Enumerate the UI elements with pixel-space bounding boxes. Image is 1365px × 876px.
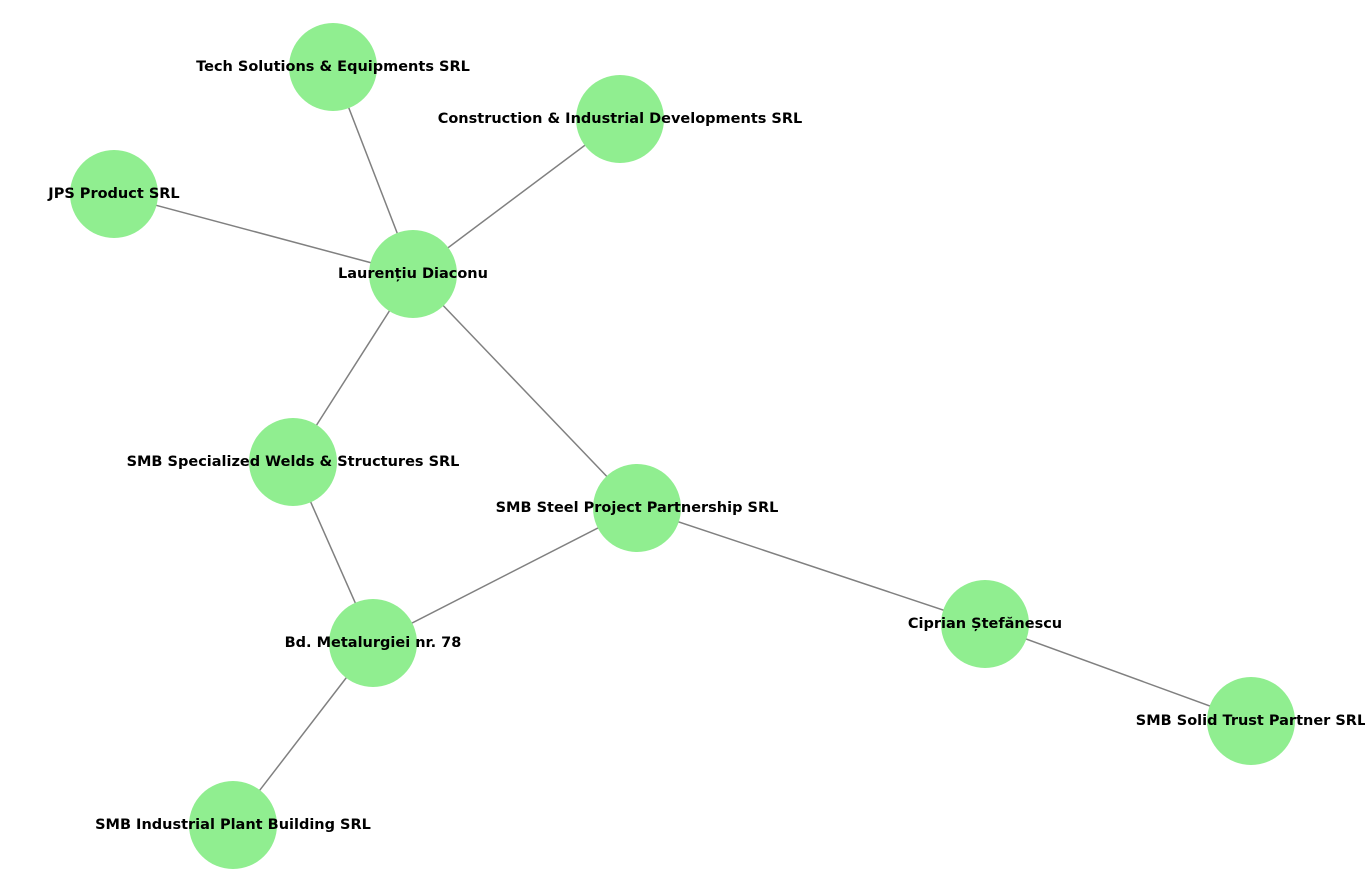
labels-layer: Tech Solutions & Equipments SRL Construct…	[47, 59, 1365, 833]
node-plant	[189, 781, 277, 869]
node-ld	[369, 230, 457, 318]
nodes-layer	[70, 23, 1295, 869]
node-smbw	[249, 418, 337, 506]
edge-smbs-cs	[636, 507, 986, 625]
node-label-cs: Ciprian Ștefănescu	[908, 616, 1062, 632]
edge-jps-ld	[113, 193, 414, 275]
node-label-solid: SMB Solid Trust Partner SRL	[1136, 713, 1365, 729]
node-cs	[941, 580, 1029, 668]
edge-cs-solid	[984, 623, 1252, 722]
node-label-tech: Tech Solutions & Equipments SRL	[196, 59, 470, 75]
node-label-plant: SMB Industrial Plant Building SRL	[95, 817, 371, 833]
node-smbs	[593, 464, 681, 552]
node-solid	[1207, 677, 1295, 765]
node-label-smbw: SMB Specialized Welds & Structures SRL	[127, 454, 460, 470]
node-label-bd: Bd. Metalurgiei nr. 78	[285, 635, 462, 651]
edge-ld-smbs	[412, 273, 638, 509]
node-jps	[70, 150, 158, 238]
node-tech	[289, 23, 377, 111]
node-label-jps: JPS Product SRL	[47, 186, 179, 202]
node-bd	[329, 599, 417, 687]
node-cid	[576, 75, 664, 163]
node-label-smbs: SMB Steel Project Partnership SRL	[496, 500, 779, 516]
edge-bd-smbs	[372, 507, 638, 644]
node-label-ld: Laurențiu Diaconu	[338, 266, 488, 282]
node-label-cid: Construction & Industrial Developments S…	[438, 111, 803, 127]
